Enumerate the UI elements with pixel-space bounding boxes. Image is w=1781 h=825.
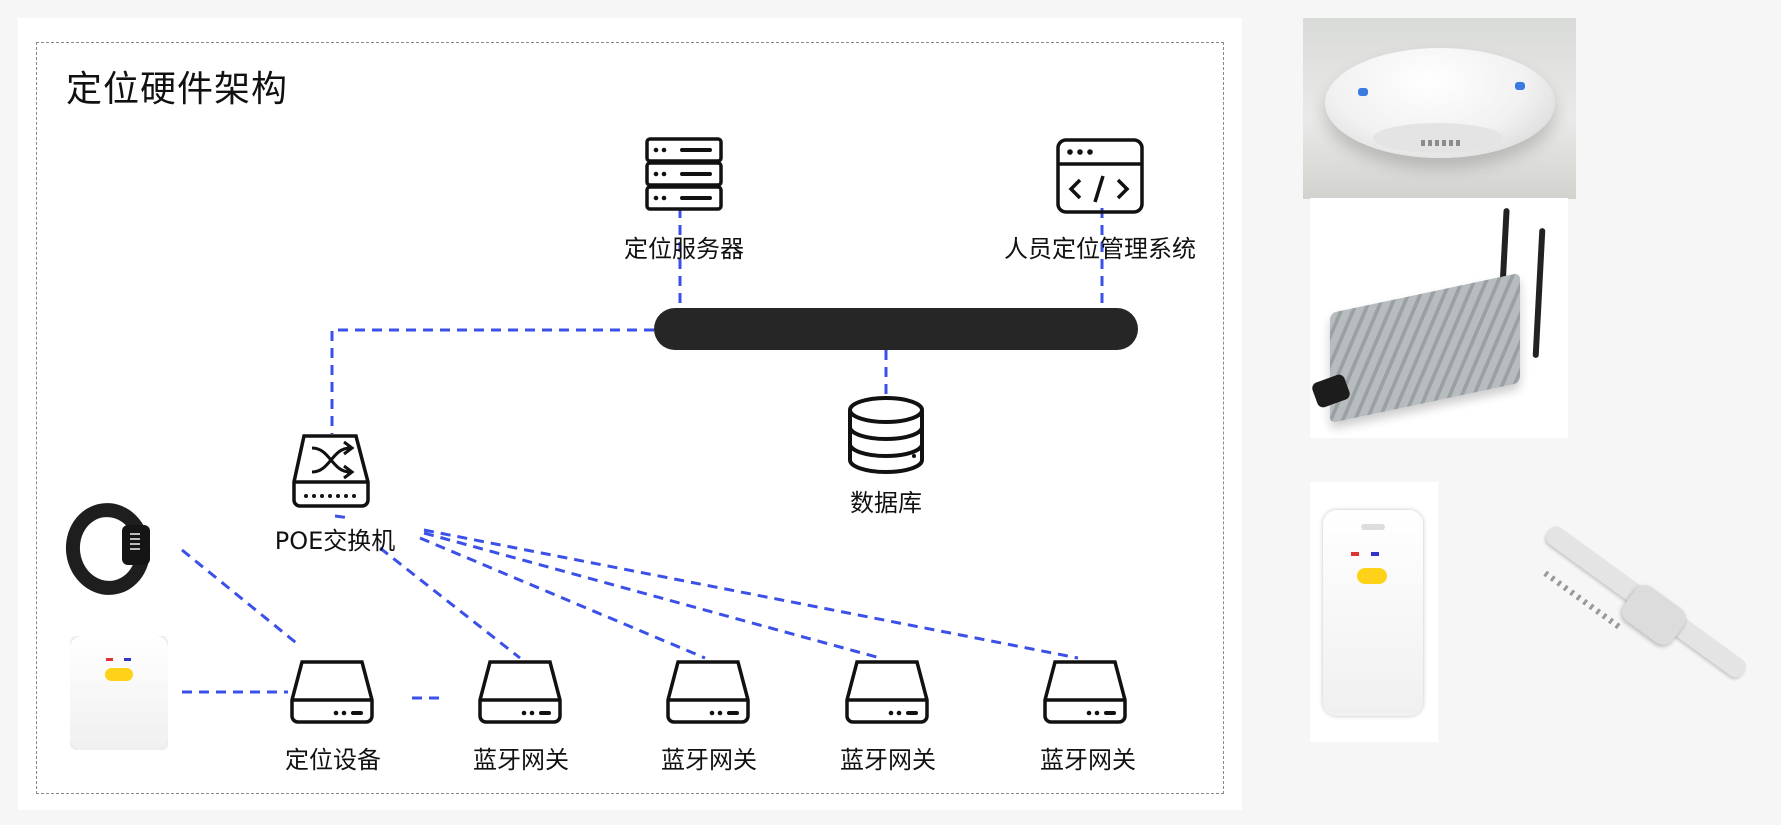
- database-label: 数据库: [850, 489, 922, 517]
- server-icon: [645, 137, 723, 211]
- link-switch-gateway-1: [379, 546, 521, 660]
- management-system-label: 人员定位管理系统: [1004, 235, 1196, 263]
- diagram-frame: [36, 42, 1224, 794]
- page-title: 定位硬件架构: [66, 69, 289, 110]
- gateway-icon-2: [666, 660, 750, 724]
- link-bracelet-locator: [181, 548, 301, 648]
- link-switch-gateway-4: [423, 528, 1079, 660]
- link-switch-gateway-2: [419, 536, 706, 660]
- link-switch-gateway-3: [423, 531, 881, 660]
- wristband-photo: [1516, 512, 1756, 712]
- database-icon: [848, 396, 924, 474]
- network-bus: [654, 308, 1138, 350]
- connections: [181, 208, 1104, 700]
- gateway-icon-1: [478, 660, 562, 724]
- switch-icon: [292, 434, 370, 508]
- switch-label: POE交换机: [274, 527, 396, 555]
- outdoor-gateway-photo: [1310, 198, 1568, 438]
- server-label: 定位服务器: [624, 235, 744, 263]
- link-bus-switch: [330, 328, 654, 434]
- gateway-icon-4: [1043, 660, 1127, 724]
- gateway-icon-3: [845, 660, 929, 724]
- bracelet-photo: [62, 495, 154, 603]
- small-tag-photo: [70, 636, 168, 750]
- locator-device-label: 定位设备: [285, 746, 381, 774]
- diagram-panel: [18, 18, 1242, 810]
- gateway-label-3: 蓝牙网关: [840, 746, 936, 774]
- round-locator-photo: [1303, 18, 1576, 199]
- gateway-label-2: 蓝牙网关: [661, 746, 757, 774]
- device-icons: [290, 660, 1127, 724]
- badge-tag-photo: [1310, 482, 1438, 742]
- gateway-label-1: 蓝牙网关: [473, 746, 569, 774]
- locator-device-icon: [290, 660, 374, 724]
- link-switch-stub: [334, 514, 351, 520]
- gateway-label-4: 蓝牙网关: [1040, 746, 1136, 774]
- code-window-icon: [1056, 138, 1144, 214]
